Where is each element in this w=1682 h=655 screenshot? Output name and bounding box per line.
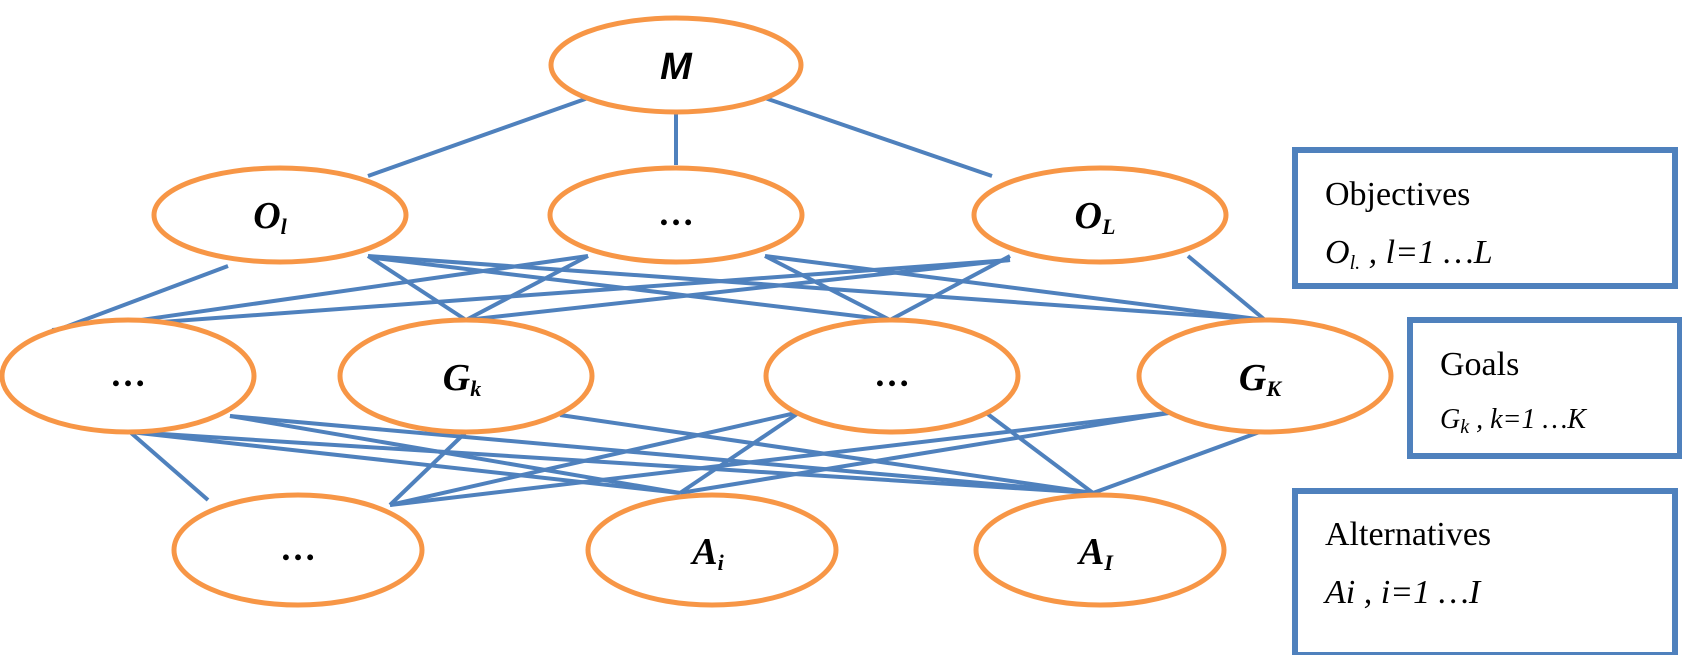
node-goal-K-label: GK (1239, 357, 1282, 401)
edge-gK-aI (1092, 428, 1266, 495)
node-alt-I-label: AI (1077, 531, 1114, 575)
edge-ol-gk (366, 254, 468, 322)
edge-omid-gk (465, 254, 589, 322)
node-goal-K: GK (1136, 317, 1394, 435)
node-objective-mid: … (547, 165, 805, 265)
edge-oL-gk (465, 258, 1011, 322)
nodes: M Ol … OL … Gk … GK (0, 15, 1394, 608)
node-alt-I: AI (973, 492, 1227, 608)
edge-gK-ai (679, 410, 1176, 495)
edge-oL-gmid (889, 254, 1011, 322)
node-objective-L-label: OL (1075, 195, 1116, 239)
node-alt-i: Ai (585, 492, 839, 608)
edge-gmid-aI-2 (983, 410, 1095, 495)
edge-gleft-aleft (128, 430, 210, 502)
edge-gmid-ai (678, 410, 802, 495)
edge-gleft-aI (129, 430, 1094, 495)
legend-objectives-definition: Ol. , l=1 …L (1325, 234, 1493, 274)
legend-goals: Goals Gk , k=1 …K (1407, 317, 1682, 459)
node-objective-mid-label: … (658, 193, 694, 233)
legend-alternatives-definition: Ai , i=1 …I (1323, 574, 1482, 611)
legend: Objectives Ol. , l=1 …L Goals Gk , k=1 …… (1292, 147, 1682, 655)
legend-goals-title: Goals (1440, 346, 1519, 383)
node-objective-l-label: Ol (253, 195, 287, 239)
legend-objectives: Objectives Ol. , l=1 …L (1292, 147, 1678, 289)
edge-gmid-aleft (389, 410, 801, 507)
edge-omid-gmid (764, 254, 891, 322)
legend-alternatives: Alternatives Ai , i=1 …I (1292, 488, 1678, 655)
node-goal-k-label: Gk (443, 357, 481, 401)
node-goal-mid-label: … (874, 354, 910, 394)
edge-gk-aleft (388, 430, 468, 507)
node-goal-left-label: … (110, 354, 146, 394)
node-objective-L: OL (971, 165, 1229, 265)
edge-m-ol (367, 96, 589, 178)
node-alt-left: … (171, 492, 425, 608)
legend-goals-definition: Gk , k=1 …K (1440, 404, 1587, 438)
node-goal-mid: … (763, 317, 1021, 435)
node-mission-label: M (660, 46, 693, 88)
legend-alternatives-title: Alternatives (1325, 516, 1491, 553)
edge-gk-aI (229, 414, 1094, 495)
edge-oL-gK (1186, 254, 1267, 322)
node-objective-l: Ol (151, 165, 409, 265)
edge-omid-gK (764, 254, 1266, 322)
legend-objectives-title: Objectives (1325, 176, 1470, 213)
edge-m-oL (764, 96, 993, 178)
edge-gK-aleft (389, 410, 1176, 507)
node-goal-k: Gk (337, 317, 595, 435)
node-alt-i-label: Ai (690, 531, 724, 575)
node-goal-left: … (0, 317, 257, 435)
node-alt-left-label: … (280, 528, 316, 568)
edges (43, 96, 1267, 507)
node-mission: M (548, 15, 804, 115)
edge-oL-gleft (51, 258, 1011, 332)
